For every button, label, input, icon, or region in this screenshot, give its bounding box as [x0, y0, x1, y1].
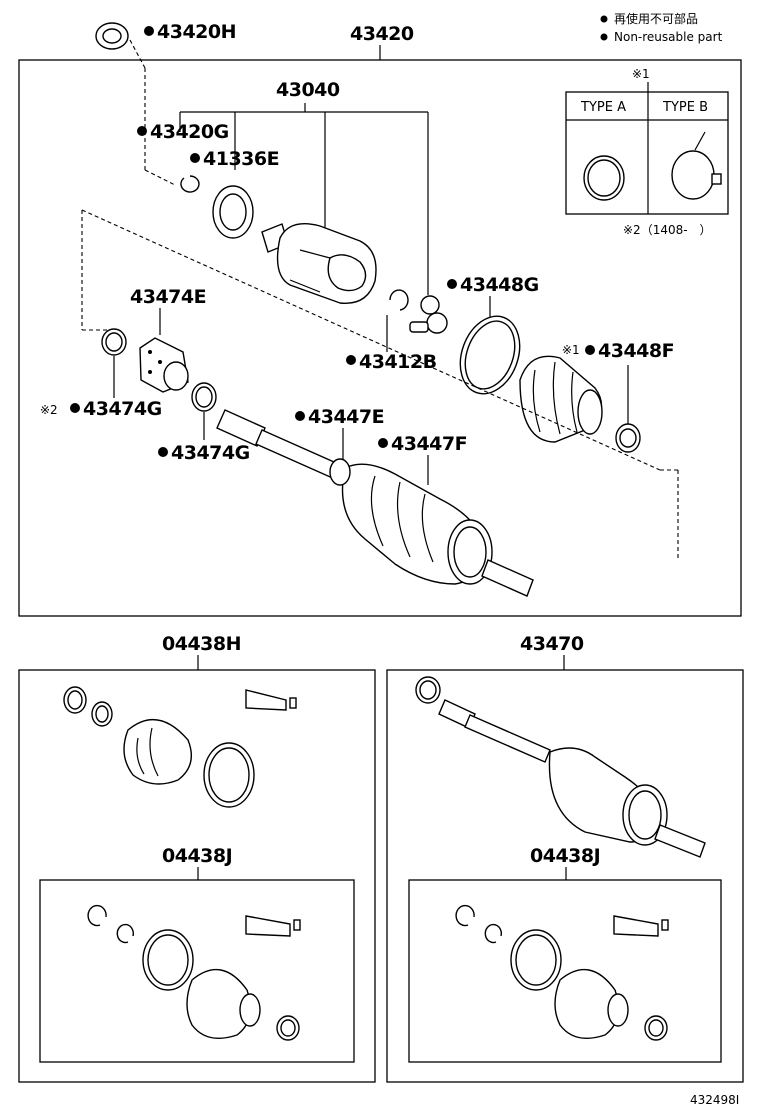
label-43420G: 43420G: [150, 121, 229, 143]
inner-joint-housing: [261, 223, 377, 305]
legend: 再使用不可部品 Non-reusable part: [600, 11, 723, 44]
bullet-icon: [585, 345, 595, 355]
label-43474E: 43474E: [130, 286, 206, 308]
kit-inner-right-parts: [455, 904, 669, 1041]
kit-inner-left-parts: [87, 904, 301, 1041]
bullet-icon: [447, 279, 457, 289]
label-04438J-right: 04438J: [530, 845, 600, 867]
bullet-icon: [144, 26, 154, 36]
mark-1-a: ※1: [562, 343, 580, 357]
bullet-icon: [70, 403, 80, 413]
shaft-assembly-part: [415, 676, 706, 858]
bullet-icon: [295, 411, 305, 421]
shaft-assembly-frame: [386, 669, 744, 1083]
kit-outer-parts: [63, 686, 297, 808]
label-43448F: 43448F: [598, 340, 674, 362]
damper-part: [139, 337, 189, 393]
mark-1-b: ※1: [632, 67, 650, 81]
label-43420H: 43420H: [157, 21, 236, 43]
mark-2-a: ※2: [40, 403, 58, 417]
type-a-label: TYPE A: [580, 100, 626, 115]
bullet-icon: [378, 438, 388, 448]
bullet-icon: [190, 153, 200, 163]
clamp-type-box: ※1 TYPE A TYPE B: [565, 67, 729, 215]
label-41336E: 41336E: [203, 148, 279, 170]
label-43448G: 43448G: [460, 274, 539, 296]
label-43412B: 43412B: [359, 351, 437, 373]
nut-part: [95, 22, 176, 186]
bullet-icon: [600, 15, 608, 23]
drive-shaft: [216, 409, 534, 597]
leader-43040: [179, 103, 429, 295]
kit-outer-frame: [18, 669, 376, 1083]
kit-inner-left-frame: [39, 879, 355, 1063]
reference-number: 432498I: [690, 1093, 739, 1107]
type-b-label: TYPE B: [662, 100, 708, 115]
label-43474G-b: 43474G: [171, 442, 250, 464]
mark-2-note: ※2（1408- ）: [623, 223, 712, 237]
label-43470: 43470: [520, 633, 584, 655]
bullet-icon: [600, 33, 608, 41]
label-43420: 43420: [350, 23, 414, 45]
label-04438H: 04438H: [162, 633, 241, 655]
outer-boot: [519, 355, 603, 443]
dash-outline: [81, 209, 679, 558]
label-43447E: 43447E: [308, 406, 384, 428]
legend-jp: 再使用不可部品: [614, 11, 698, 26]
tripod-part: [409, 295, 448, 334]
label-43447F: 43447F: [391, 433, 467, 455]
bullet-icon: [158, 447, 168, 457]
label-43040: 43040: [276, 79, 340, 101]
kit-inner-right-frame: [408, 879, 722, 1063]
bullet-icon: [346, 355, 356, 365]
legend-en: Non-reusable part: [614, 30, 723, 44]
label-43474G-a: 43474G: [83, 398, 162, 420]
label-04438J-left: 04438J: [162, 845, 232, 867]
bullet-icon: [137, 126, 147, 136]
